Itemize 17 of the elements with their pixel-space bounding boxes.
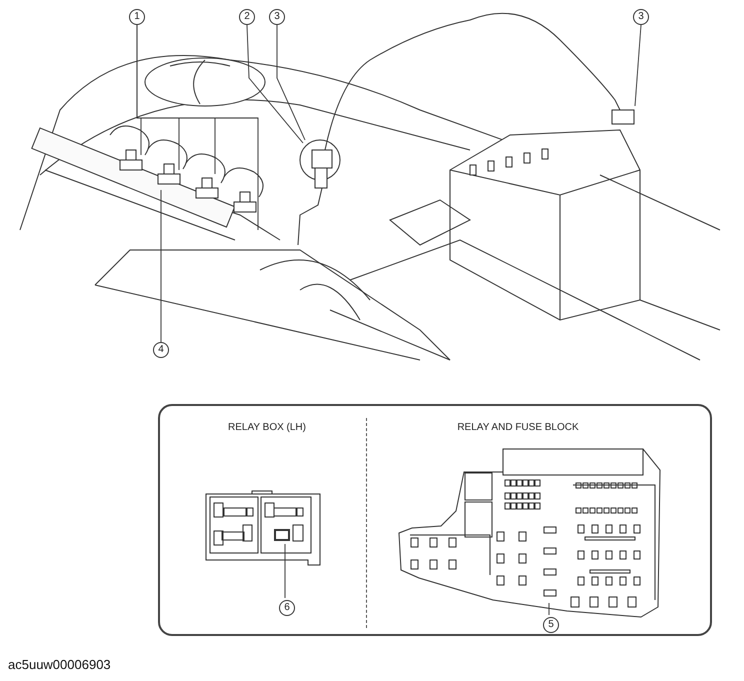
section-heading: RELAY BOX (LH) <box>227 421 307 435</box>
section-heading: RELAY AND FUSE BLOCK <box>456 421 580 435</box>
callout-number: 5 <box>543 617 559 633</box>
callout-number: 3 <box>269 9 285 25</box>
callout-number: 2 <box>239 9 255 25</box>
leader-line <box>284 544 286 598</box>
leader-line <box>634 24 642 106</box>
callout-number: 4 <box>153 342 169 358</box>
leader-line <box>160 190 162 342</box>
leader-line <box>276 24 306 140</box>
callout-number: 3 <box>633 9 649 25</box>
figure-code: ac5uuw00006903 <box>8 656 111 674</box>
callout-number: 6 <box>279 600 295 616</box>
inset-panel <box>158 404 712 636</box>
leader-line <box>246 24 304 144</box>
callout-number: 1 <box>129 9 145 25</box>
leader-line <box>548 602 550 616</box>
